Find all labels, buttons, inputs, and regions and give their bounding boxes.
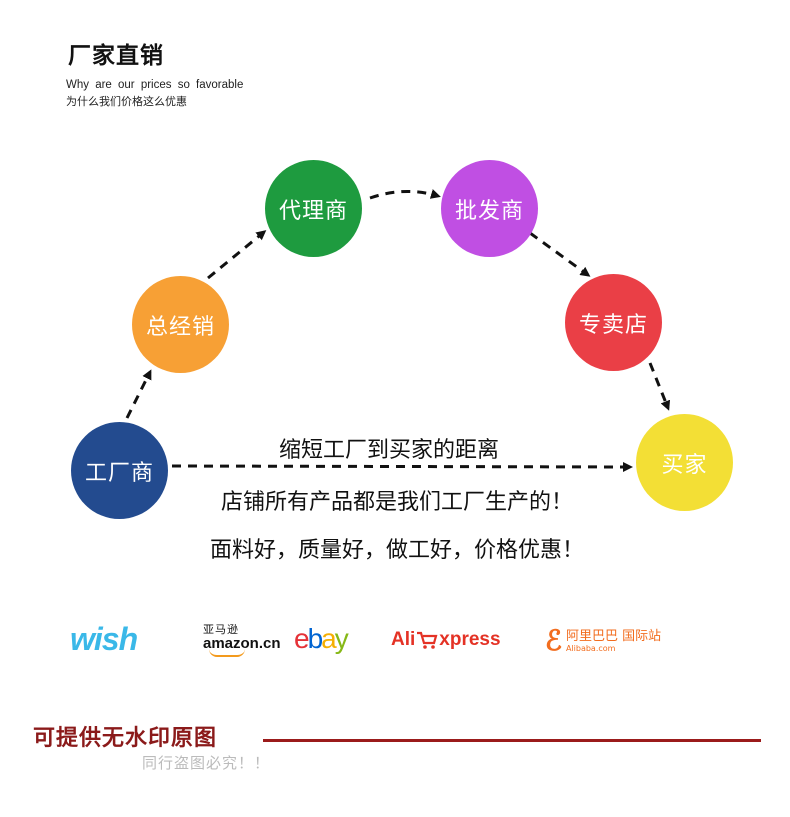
node-general-distributor: 总经销 — [132, 276, 229, 373]
node-factory: 工厂商 — [71, 422, 168, 519]
node-store: 专卖店 — [565, 274, 662, 371]
arrow-store-buyer — [648, 362, 671, 411]
subtitle-cn: 为什么我们价格这么优惠 — [66, 95, 187, 108]
node-buyer: 买家 — [636, 414, 733, 511]
arrow-agent-wholesale — [369, 189, 441, 200]
amazon-logo: 亚马逊 amazon.cn — [203, 624, 281, 657]
cart-icon — [417, 631, 438, 649]
amazon-smile-icon — [209, 649, 245, 657]
node-agent: 代理商 — [265, 160, 362, 257]
node-wholesaler: 批发商 — [441, 160, 538, 257]
arrow-wholesale-store — [529, 231, 591, 277]
ebay-logo: e b a y — [294, 623, 349, 654]
quality-claim: 面料好，质量好，做工好，价格优惠！ — [209, 538, 584, 563]
alibaba-logo: ℰ 阿里巴巴 国际站 Alibaba.com — [545, 625, 662, 656]
shortcut-label: 缩短工厂到买家的距离 — [278, 438, 499, 463]
no-watermark-notice: 可提供无水印原图 — [33, 726, 218, 751]
page-title: 厂家直销 — [68, 43, 164, 69]
arrow-factory-buyer — [171, 461, 633, 472]
alibaba-mark-icon: ℰ — [545, 625, 562, 656]
factory-claim: 店铺所有产品都是我们工厂生产的！ — [220, 490, 573, 515]
footer-divider — [263, 739, 761, 742]
copyright-warning: 同行盗图必究！！ — [142, 754, 271, 772]
aliexpress-logo: Ali xpress — [391, 629, 501, 650]
arrow-general-agent — [207, 230, 267, 280]
subtitle-en: Why are our prices so favorable — [66, 79, 244, 91]
arrow-factory-general — [125, 369, 152, 419]
wish-logo: wish — [70, 621, 138, 657]
